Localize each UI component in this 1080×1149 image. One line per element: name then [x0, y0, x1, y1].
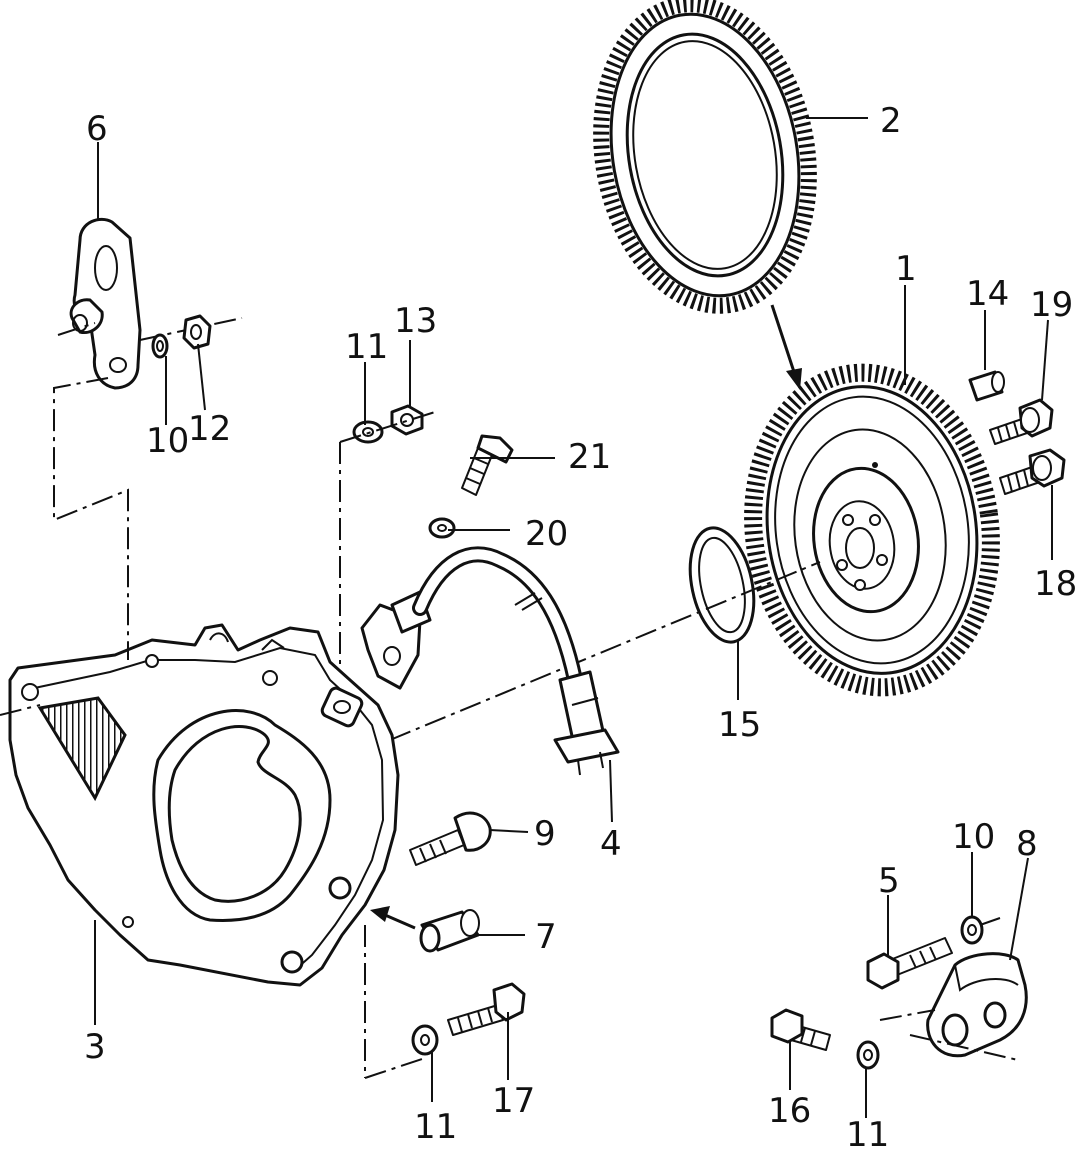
callout-20: 20 — [525, 514, 568, 554]
callout-21: 21 — [568, 437, 611, 477]
callout-labels: 2 1 14 19 18 21 20 15 6 10 12 11 13 9 7 … — [84, 101, 1077, 1149]
speed-sensor — [360, 546, 620, 776]
callout-10-bottom: 10 — [952, 817, 995, 857]
sensor-bolt — [461, 434, 514, 496]
callout-7: 7 — [535, 917, 557, 957]
lifting-bracket — [57, 217, 243, 390]
callout-18: 18 — [1034, 564, 1077, 604]
assembly-arrow-dowel — [370, 906, 416, 930]
ring-gear — [593, 0, 817, 314]
center-axis — [389, 561, 821, 741]
callout-6: 6 — [86, 109, 108, 149]
nut-sensor — [390, 404, 424, 436]
callout-14: 14 — [966, 274, 1009, 314]
callout-11-bottom-left: 11 — [414, 1107, 457, 1147]
housing-bolt-lower — [447, 982, 526, 1036]
callout-10-top: 10 — [146, 421, 189, 461]
washer-top — [151, 333, 169, 359]
washer-bracket-lower — [856, 1040, 880, 1070]
callout-4: 4 — [600, 824, 622, 864]
flywheel-bolt-upper — [989, 398, 1054, 445]
callout-13: 13 — [394, 301, 437, 341]
bolt-sixteen — [770, 1008, 831, 1051]
axis-bracket-lower — [879, 1009, 936, 1021]
callout-15: 15 — [718, 705, 761, 745]
washer-lower-left — [411, 1024, 439, 1056]
bolt-five — [866, 937, 953, 990]
callout-11-bottom-right: 11 — [846, 1115, 889, 1149]
callout-2: 2 — [880, 101, 902, 141]
nut-top — [182, 314, 212, 350]
callout-3: 3 — [84, 1027, 106, 1067]
callout-16: 16 — [768, 1091, 811, 1131]
flywheel-housing — [0, 623, 400, 987]
callout-9: 9 — [534, 814, 556, 854]
callout-12: 12 — [188, 409, 231, 449]
dowel-pin — [968, 370, 1005, 402]
callout-1: 1 — [895, 249, 917, 289]
leader-lines — [94, 117, 1053, 1118]
callout-8: 8 — [1016, 824, 1038, 864]
washer-sensor — [352, 420, 384, 444]
callout-11-top: 11 — [345, 327, 388, 367]
housing-bolt — [409, 811, 492, 866]
axis-lower-left-b — [364, 1057, 426, 1079]
axis-sensor-nut — [339, 411, 436, 443]
support-bracket — [909, 952, 1028, 1061]
washer-bracket-upper — [960, 915, 984, 945]
axis-bracket-upper — [979, 917, 1001, 926]
assembly-arrow-ring-gear — [770, 304, 802, 390]
callout-19: 19 — [1030, 285, 1073, 325]
flywheel — [744, 363, 1000, 697]
callout-17: 17 — [492, 1081, 535, 1121]
assembly-line-bracket — [53, 377, 129, 660]
seal-ring — [688, 526, 756, 644]
housing-dowel — [419, 909, 480, 953]
flywheel-bolt-lower — [999, 448, 1066, 495]
sensor-washer — [428, 517, 456, 539]
callout-5: 5 — [878, 861, 900, 901]
